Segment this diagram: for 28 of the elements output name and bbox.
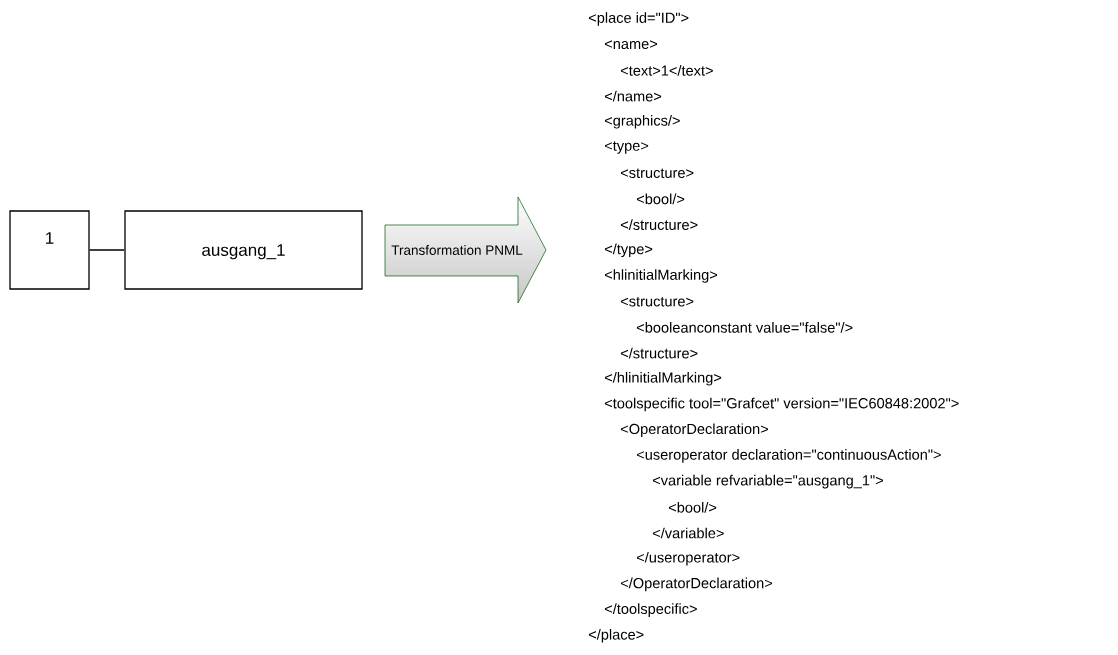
code-line: <name> bbox=[604, 40, 658, 49]
code-line: <text>1</text> bbox=[620, 65, 713, 76]
code-line: </structure> bbox=[620, 347, 698, 359]
code-line: <toolspecific tool="Grafcet" version="IEC60848:2002"> bbox=[604, 397, 959, 412]
code-line: <bool/> bbox=[668, 501, 717, 513]
code-line: </place> bbox=[588, 629, 644, 643]
code-line: </type> bbox=[604, 243, 653, 258]
code-line: <graphics/> bbox=[604, 115, 680, 129]
code-line: <OperatorDeclaration> bbox=[620, 423, 768, 437]
code-line: </structure> bbox=[620, 219, 698, 230]
code-line: <hlinitialMarking> bbox=[604, 269, 718, 283]
code-line: <structure> bbox=[620, 168, 694, 178]
code-line: <place id="ID"> bbox=[588, 12, 689, 26]
code-line: <structure> bbox=[620, 296, 694, 307]
code-line: <type> bbox=[604, 141, 649, 154]
code-line: </hlinitialMarking> bbox=[604, 372, 722, 386]
code-line: </useroperator> bbox=[636, 551, 740, 566]
code-line: <useroperator declaration="continuousAction"> bbox=[636, 449, 941, 463]
code-line: <variable refvariable="ausgang_1"> bbox=[652, 474, 883, 489]
code-line: <booleanconstant value="false"/> bbox=[636, 322, 853, 333]
process-box: ausgang_1 bbox=[124, 210, 363, 290]
code-line: </toolspecific> bbox=[604, 603, 697, 617]
code-line: </variable> bbox=[652, 527, 724, 539]
code-line: </name> bbox=[604, 90, 662, 102]
process-box: 1 bbox=[9, 210, 90, 290]
code-line: <bool/> bbox=[636, 193, 685, 205]
connector-line bbox=[89, 249, 125, 251]
code-line: </OperatorDeclaration> bbox=[620, 577, 773, 592]
